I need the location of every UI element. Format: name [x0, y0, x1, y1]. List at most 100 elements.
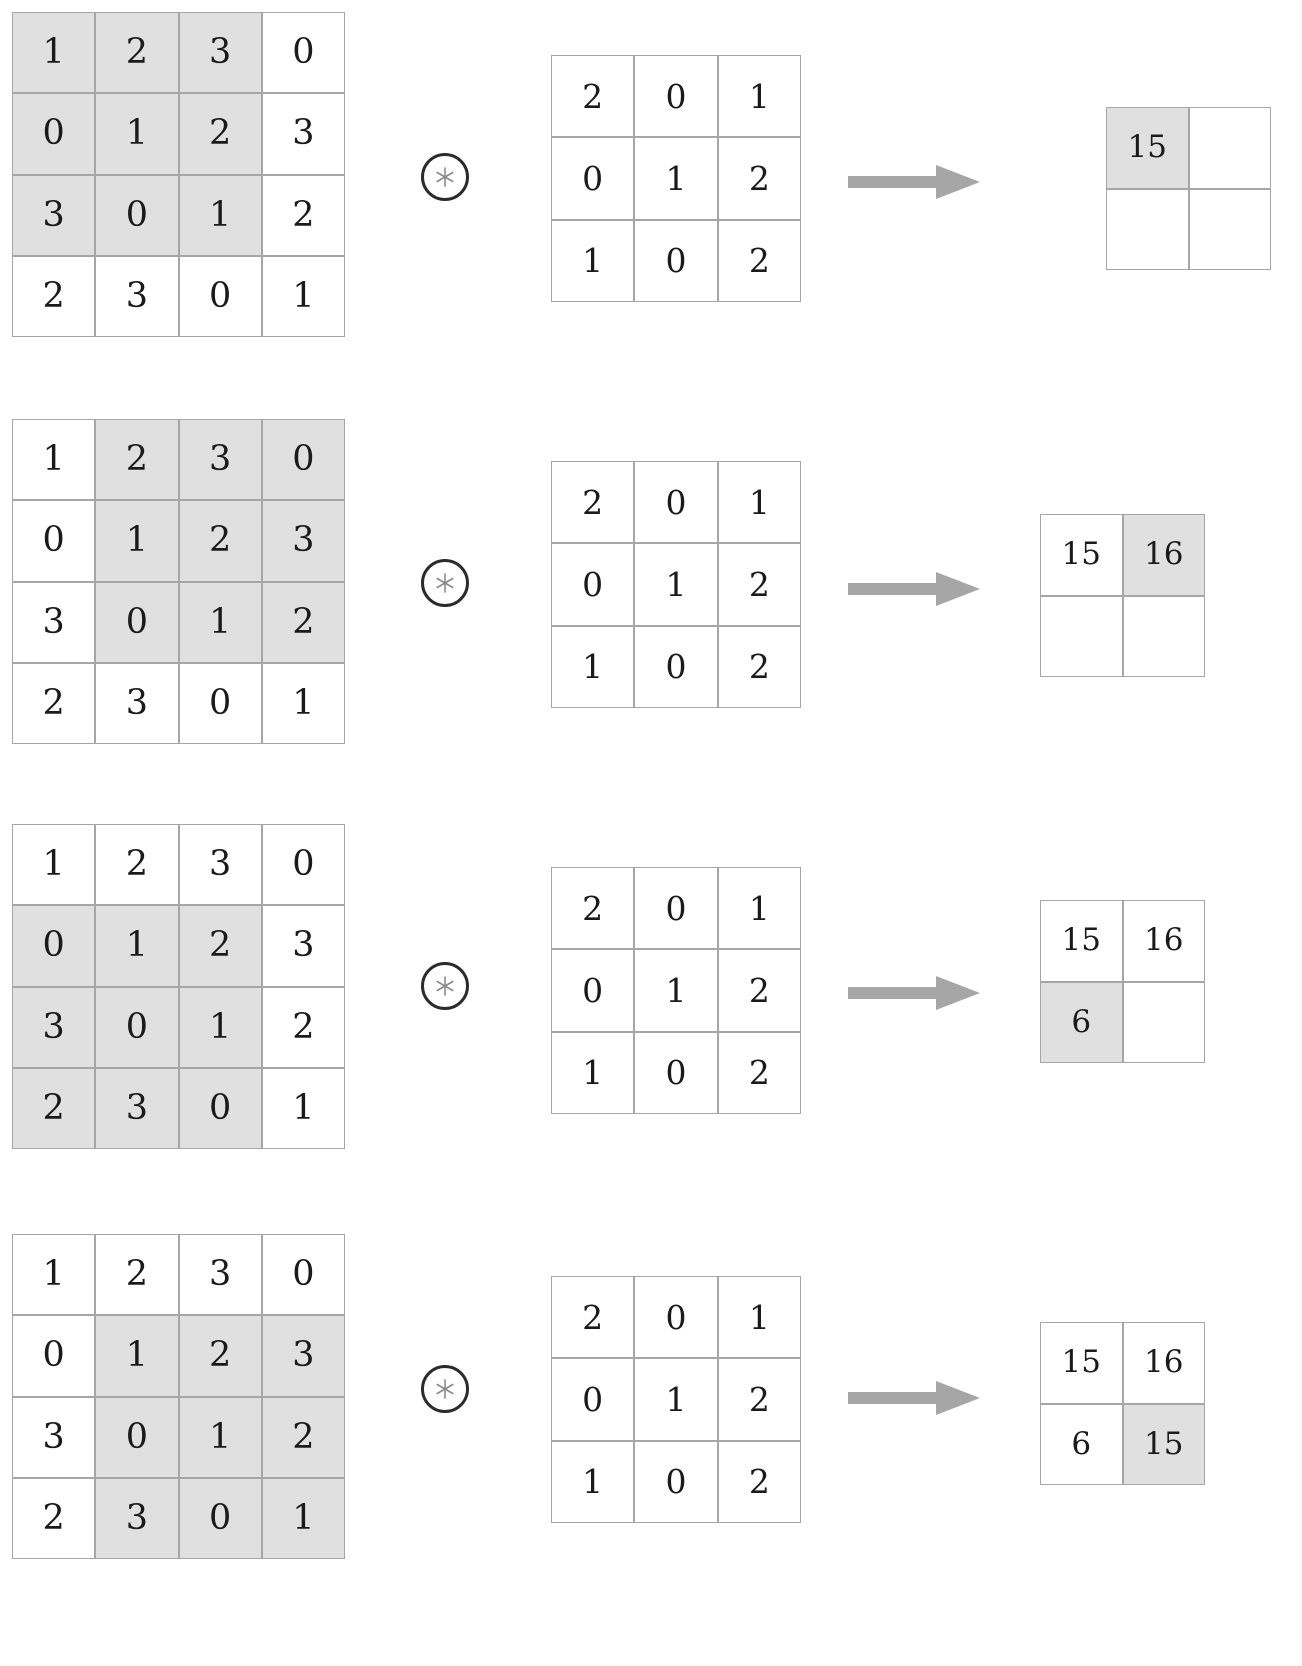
input-matrix-cell: 3 [179, 420, 261, 500]
input-matrix-cell: 1 [179, 582, 261, 662]
convolution-operator-icon [421, 962, 469, 1010]
output-matrix-cell: 16 [1123, 901, 1204, 981]
kernel-matrix-cell: 2 [718, 220, 800, 301]
output-matrix-cell: 16 [1123, 515, 1204, 595]
input-matrix-cell: 3 [262, 906, 344, 986]
result-arrow-icon [848, 974, 980, 1012]
input-matrix-cell: 0 [96, 582, 178, 662]
input-matrix-cell: 0 [179, 1478, 261, 1558]
input-matrix-cell: 3 [13, 582, 95, 662]
input-matrix-cell: 3 [13, 1397, 95, 1477]
input-matrix-cell: 2 [179, 94, 261, 174]
kernel-matrix-cell: 2 [718, 138, 800, 219]
output-matrix-cell [1189, 108, 1270, 188]
input-matrix-cell: 3 [13, 987, 95, 1067]
convolution-operator-icon [421, 1365, 469, 1413]
output-matrix-cell [1107, 189, 1188, 269]
input-matrix-cell: 1 [179, 175, 261, 255]
input-matrix-cell: 1 [96, 94, 178, 174]
input-matrix-cell: 0 [96, 1397, 178, 1477]
input-matrix-cell: 0 [96, 175, 178, 255]
input-matrix-cell: 0 [179, 1068, 261, 1148]
kernel-matrix-cell: 1 [718, 462, 800, 543]
output-matrix-cell: 15 [1107, 108, 1188, 188]
kernel-matrix-cell: 1 [718, 1277, 800, 1358]
output-matrix-cell: 15 [1041, 515, 1122, 595]
kernel-matrix-cell: 2 [552, 462, 634, 543]
input-matrix-cell: 0 [96, 987, 178, 1067]
output-matrix-cell: 15 [1123, 1404, 1204, 1484]
input-matrix-cell: 1 [179, 1397, 261, 1477]
result-arrow-icon [848, 1379, 980, 1417]
input-matrix-cell: 0 [262, 1235, 344, 1315]
kernel-matrix-cell: 1 [635, 950, 717, 1031]
input-matrix-cell: 0 [179, 663, 261, 743]
kernel-matrix-cell: 0 [552, 138, 634, 219]
output-matrix-cell: 16 [1123, 1323, 1204, 1403]
input-matrix-cell: 3 [13, 175, 95, 255]
input-matrix-cell: 1 [179, 987, 261, 1067]
output-matrix-cell [1123, 596, 1204, 676]
convolution-operator-icon [421, 153, 469, 201]
input-matrix-cell: 1 [13, 1235, 95, 1315]
input-matrix-cell: 2 [96, 1235, 178, 1315]
kernel-matrix-cell: 1 [718, 56, 800, 137]
input-matrix-cell: 1 [13, 13, 95, 93]
result-arrow-icon [848, 163, 980, 201]
kernel-matrix-cell: 2 [552, 868, 634, 949]
output-matrix-cell: 15 [1041, 901, 1122, 981]
input-matrix-cell: 0 [262, 420, 344, 500]
input-matrix-cell: 1 [262, 256, 344, 336]
output-matrix-cell [1123, 982, 1204, 1062]
input-matrix-cell: 0 [262, 13, 344, 93]
kernel-matrix-cell: 0 [635, 1441, 717, 1522]
kernel-matrix-cell: 0 [635, 868, 717, 949]
output-matrix: 15 [1106, 107, 1271, 270]
kernel-matrix-cell: 0 [635, 1277, 717, 1358]
input-matrix-cell: 0 [179, 256, 261, 336]
kernel-matrix-cell: 1 [635, 138, 717, 219]
input-matrix-cell: 3 [262, 94, 344, 174]
kernel-matrix-cell: 2 [718, 950, 800, 1031]
kernel-matrix-cell: 0 [635, 626, 717, 707]
kernel-matrix-cell: 0 [635, 56, 717, 137]
output-matrix-cell [1189, 189, 1270, 269]
input-matrix-cell: 2 [96, 825, 178, 905]
kernel-matrix-cell: 1 [552, 1441, 634, 1522]
input-matrix-cell: 3 [179, 13, 261, 93]
input-matrix-cell: 0 [13, 94, 95, 174]
input-matrix-cell: 1 [262, 663, 344, 743]
kernel-matrix-cell: 1 [552, 626, 634, 707]
kernel-matrix-cell: 1 [635, 544, 717, 625]
input-matrix-cell: 3 [96, 1478, 178, 1558]
output-matrix-cell: 6 [1041, 982, 1122, 1062]
kernel-matrix-cell: 1 [552, 220, 634, 301]
input-matrix-cell: 2 [96, 13, 178, 93]
kernel-matrix-cell: 1 [552, 1032, 634, 1113]
input-matrix-cell: 3 [96, 1068, 178, 1148]
input-matrix-cell: 2 [179, 1316, 261, 1396]
input-matrix-cell: 2 [262, 175, 344, 255]
kernel-matrix-cell: 1 [635, 1359, 717, 1440]
output-matrix-cell [1041, 596, 1122, 676]
input-matrix-cell: 1 [13, 420, 95, 500]
output-matrix-cell: 15 [1041, 1323, 1122, 1403]
input-matrix-cell: 0 [262, 825, 344, 905]
kernel-matrix-cell: 2 [718, 1441, 800, 1522]
kernel-matrix-cell: 2 [552, 1277, 634, 1358]
kernel-matrix-cell: 1 [718, 868, 800, 949]
kernel-matrix-cell: 2 [718, 1359, 800, 1440]
kernel-matrix-cell: 2 [552, 56, 634, 137]
input-matrix-cell: 2 [262, 987, 344, 1067]
input-matrix-cell: 3 [262, 1316, 344, 1396]
input-matrix-cell: 2 [13, 1068, 95, 1148]
input-matrix-cell: 1 [96, 501, 178, 581]
